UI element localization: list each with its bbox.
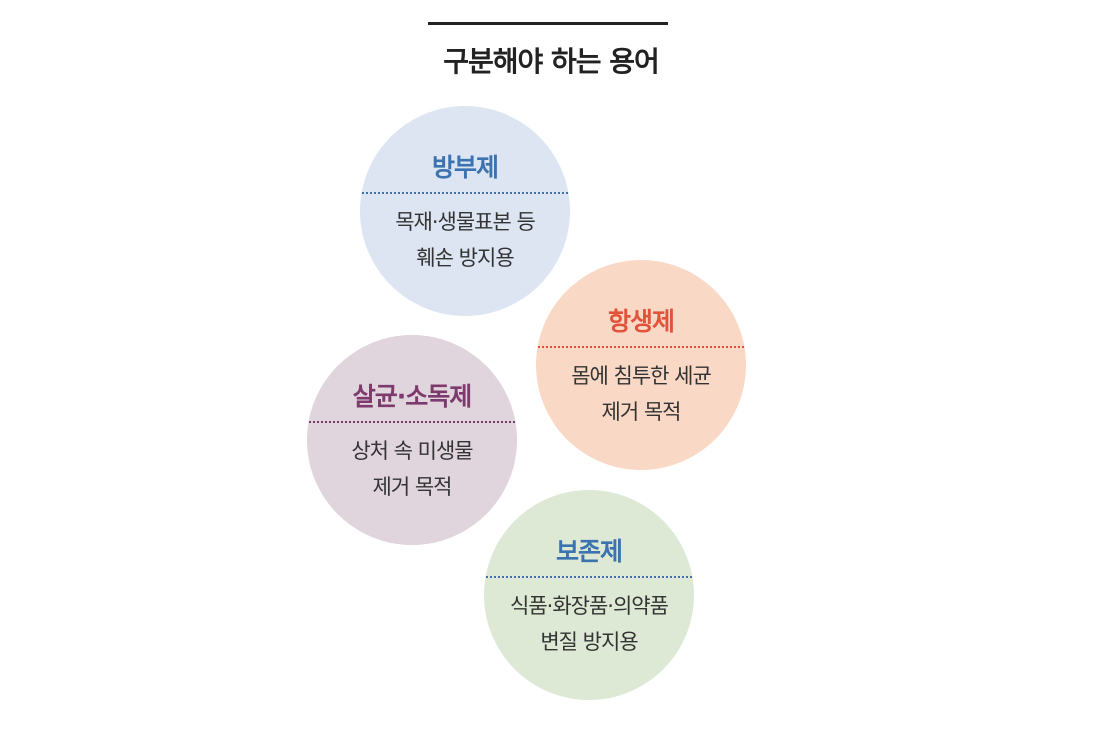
term-description: 목재·생물표본 등 훼손 방지용 [360, 204, 570, 276]
term-name: 방부제 [431, 153, 499, 182]
description-line: 변질 방지용 [540, 630, 638, 654]
dotted-divider [538, 346, 744, 348]
term-name: 살균·소독제 [352, 382, 473, 411]
description-line: 목재·생물표본 등 [395, 210, 536, 234]
page-title: 구분해야 하는 용어 [443, 45, 660, 78]
term-circle-preservative-food: 보존제 식품·화장품·의약품 변질 방지용 [484, 490, 694, 700]
term-circle-antibiotic: 항생제 몸에 침투한 세균 제거 목적 [536, 260, 746, 470]
term-name: 항생제 [607, 307, 675, 336]
description-line: 식품·화장품·의약품 [510, 594, 669, 618]
description-line: 제거 목적 [372, 475, 453, 499]
title-rule [428, 22, 668, 25]
description-line: 훼손 방지용 [416, 246, 514, 270]
term-description: 몸에 침투한 세균 제거 목적 [536, 358, 746, 430]
term-name: 보존제 [555, 537, 623, 566]
description-line: 몸에 침투한 세균 [571, 364, 712, 388]
description-line: 제거 목적 [601, 400, 682, 424]
dotted-divider [486, 576, 692, 578]
dotted-divider [362, 192, 568, 194]
term-circle-disinfectant: 살균·소독제 상처 속 미생물 제거 목적 [307, 335, 517, 545]
description-line: 상처 속 미생물 [351, 439, 473, 463]
term-circle-preservative-wood: 방부제 목재·생물표본 등 훼손 방지용 [360, 106, 570, 316]
dotted-divider [309, 421, 515, 423]
term-description: 상처 속 미생물 제거 목적 [307, 433, 517, 505]
term-description: 식품·화장품·의약품 변질 방지용 [484, 588, 694, 660]
